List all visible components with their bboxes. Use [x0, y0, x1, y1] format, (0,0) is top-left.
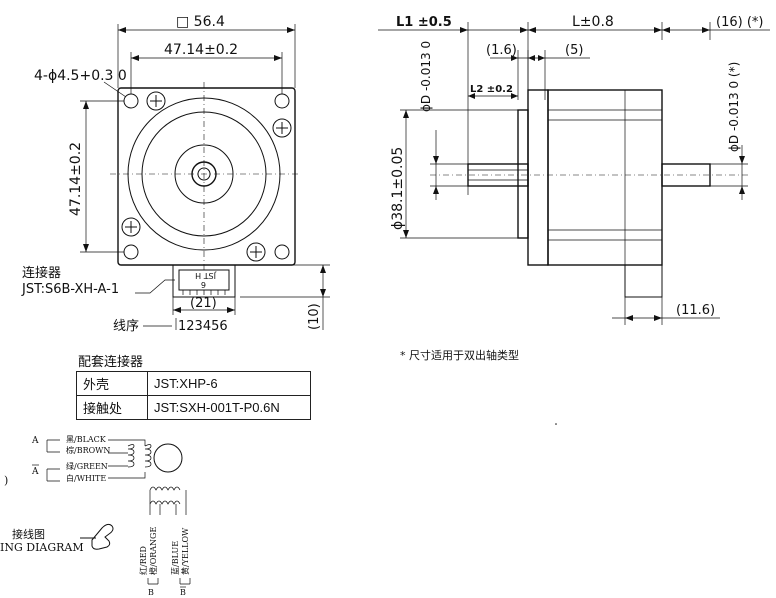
- wiring-label-en: ING DIAGRAM: [0, 541, 84, 554]
- center-lines: [110, 82, 300, 270]
- mount-hole-tl: [123, 93, 139, 109]
- dim-pitch-v-lines: [80, 100, 124, 253]
- stray-mark: ): [4, 474, 8, 487]
- stray-dot: [555, 423, 557, 425]
- phase-b-label: B: [148, 588, 154, 597]
- mount-hole-tr: [274, 93, 290, 109]
- motor-body: [547, 89, 663, 266]
- hole-spec-leader: [103, 81, 127, 98]
- coil-a2-icon: [144, 444, 152, 468]
- dim-square-text: □ 56.4: [176, 14, 225, 30]
- phase-a-wires: [108, 439, 146, 479]
- table-row: 接触处 JST:SXH-001T-P0.6N: [76, 395, 311, 420]
- phase-b-brackets: [147, 578, 191, 585]
- dim-l2-text: L2 ±0.2: [470, 84, 513, 95]
- phase-a-bar-label: A: [31, 467, 39, 477]
- phase-a-label: A: [31, 436, 39, 446]
- dim-pitch-h-lines: [130, 52, 283, 94]
- wire-blue: 蓝/BLUE: [170, 541, 180, 575]
- side-connector: [624, 264, 663, 298]
- mount-hole-br: [274, 244, 290, 260]
- wire-order-leader: [143, 318, 177, 330]
- phase-b-wires: [149, 490, 187, 515]
- dim-10-lines: [240, 264, 330, 330]
- connector-marking-2: 6: [201, 280, 206, 289]
- mating-connector-table: 外壳 JST:XHP-6 接触处 JST:SXH-001T-P0.6N: [76, 371, 311, 420]
- table-cell-value: JST:XHP-6: [147, 371, 311, 396]
- rotor-icon: [153, 443, 183, 473]
- dim-1-6-text: (1.6): [486, 43, 517, 58]
- mount-hole-bl: [123, 244, 139, 260]
- connector-body: [172, 264, 236, 298]
- wiring-label-cn: 接线图: [12, 527, 45, 541]
- dim-pitch-h-text: 47.14±0.2: [164, 42, 238, 58]
- wire-white: 白/WHITE: [66, 473, 106, 483]
- screw-icon: [121, 217, 141, 237]
- dim-pilot-text: ϕ38.1±0.05: [390, 147, 406, 230]
- dim-l1-text: L1 ±0.5: [396, 15, 452, 30]
- pilot-boss: [517, 109, 529, 239]
- wire-green: 绿/GREEN: [66, 462, 108, 471]
- wire-black: 黑/BLACK: [66, 435, 107, 444]
- body-lines: [548, 90, 662, 265]
- screw-icon: [272, 118, 292, 138]
- table-cell-value: JST:SXH-001T-P0.6N: [147, 395, 311, 420]
- footnote: * 尺寸适用于双出轴类型: [400, 349, 519, 362]
- connector-label-cn: 连接器: [22, 265, 61, 281]
- hole-spec-text: 4-ϕ4.5+0.3 0: [34, 68, 127, 84]
- connector-label-model: JST:S6B-XH-A-1: [21, 282, 119, 297]
- dim-21-lines: [172, 297, 236, 315]
- dim-21-text: (21): [190, 296, 217, 311]
- dim-pitch-v-text: 47.14±0.2: [68, 142, 84, 216]
- wire-red: 红/RED: [138, 546, 148, 575]
- wire-yellow: 黄/YELLOW: [180, 527, 190, 575]
- motor-square-outline: [117, 87, 296, 266]
- connector-label-leader: [135, 279, 175, 294]
- phase-b-bar-label: B: [180, 588, 186, 597]
- rear-shaft: [661, 163, 711, 187]
- dim-phid-front-text: ϕD -0.013 0: [419, 41, 433, 112]
- dim-square-lines: [117, 24, 296, 88]
- dim-pilot-lines: [400, 109, 518, 239]
- pointing-hand-icon: [91, 523, 114, 550]
- table-cell-key: 接触处: [76, 395, 148, 420]
- coil-a1-icon: [127, 444, 135, 468]
- dim-11-6-text: (11.6): [676, 303, 715, 318]
- screw-icon: [146, 91, 166, 111]
- wire-order-value: 123456: [178, 319, 228, 334]
- coil-b2-icon: [149, 500, 181, 505]
- wiring-diagram: A A ) 黑/BLACK 棕/BROWN 绿/GREEN 白/WHITE 红/…: [0, 435, 191, 597]
- wire-order-label: 线序: [113, 319, 139, 334]
- mating-connector-title: 配套连接器: [78, 355, 144, 370]
- coil-b1-icon: [149, 486, 181, 491]
- phase-a-brackets: [46, 439, 60, 482]
- side-view: L1 ±0.5 L±0.8 (16) (*) (1.6) (5) L2 ±0.2…: [378, 14, 770, 325]
- dim-16-text: (16) (*): [716, 15, 763, 30]
- table-cell-key: 外壳: [76, 371, 148, 396]
- wire-orange: 橙/ORANGE: [148, 527, 158, 575]
- dim-10-text: (10): [307, 303, 322, 330]
- screw-icon: [246, 242, 266, 262]
- connector-marking-1: JST H: [195, 271, 217, 280]
- table-row: 外壳 JST:XHP-6: [76, 371, 311, 396]
- dim-phid-rear-text: ϕD -0.013 0 (*): [727, 62, 741, 152]
- dim-l-text: L±0.8: [572, 14, 614, 30]
- connector-pins: [182, 290, 226, 295]
- dim-5-text: (5): [565, 43, 583, 58]
- front-view: □ 56.4 47.14±0.2 47.14±0.2 4-ϕ4.5+0.3 0 …: [21, 14, 330, 334]
- flange: [527, 89, 549, 266]
- wire-brown: 棕/BROWN: [66, 445, 110, 455]
